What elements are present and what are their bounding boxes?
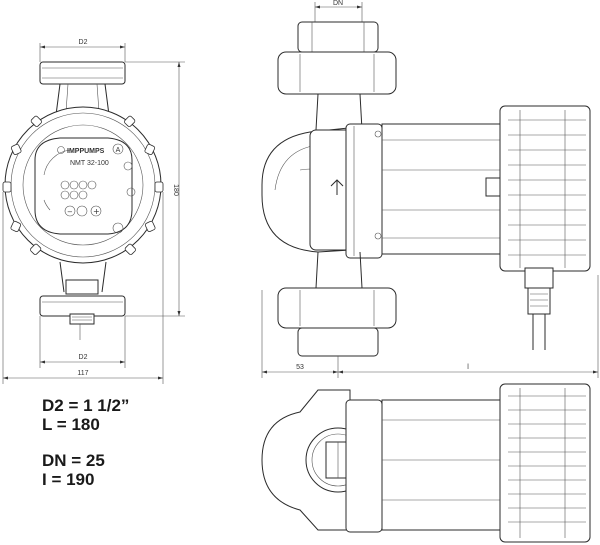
top-view — [261, 383, 591, 543]
dim-53: 53 — [296, 364, 304, 371]
svg-text:−: − — [67, 208, 73, 216]
dim-dn: DN — [333, 0, 343, 7]
pump-badge: A — [116, 147, 121, 154]
specs-block: D2 = 1 1/2” L = 180 DN = 25 I = 190 — [42, 396, 129, 489]
spec-l: I = 190 — [42, 470, 95, 489]
dim-l: l — [467, 364, 469, 371]
front-view: D2 — [2, 39, 185, 384]
dim-180: 180 — [172, 184, 179, 196]
spec-L: L = 180 — [42, 415, 100, 434]
dim-d2-bottom: D2 — [79, 354, 88, 361]
svg-text:+: + — [93, 207, 100, 216]
dim-d2-top: D2 — [79, 39, 88, 46]
side-view: DN — [261, 0, 599, 378]
spec-d2: D2 = 1 1/2” — [42, 396, 130, 415]
pump-model-label: NMT 32-100 — [70, 160, 109, 167]
pump-brand-logo: IMPPUMPS — [67, 148, 105, 155]
dim-117: 117 — [77, 370, 88, 377]
spec-dn: DN = 25 — [42, 451, 105, 470]
